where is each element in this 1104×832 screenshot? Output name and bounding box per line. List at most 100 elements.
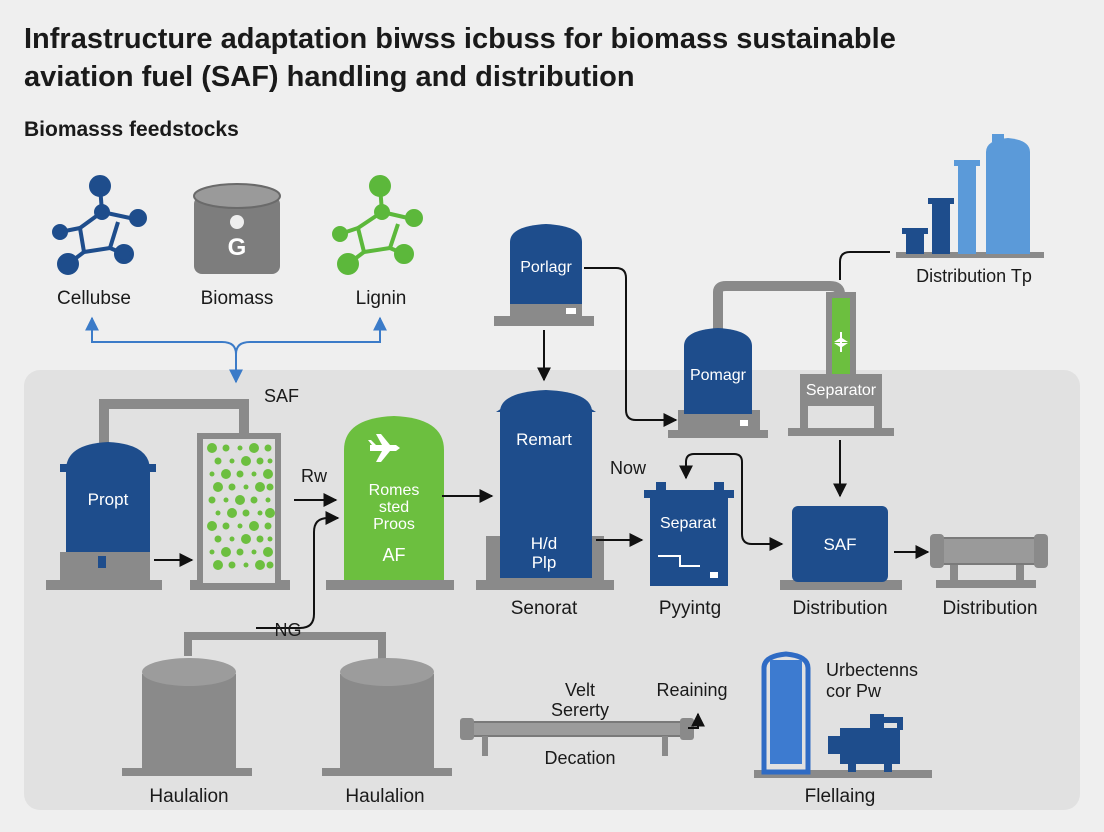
- packing-bead: [243, 562, 249, 568]
- packing-bead: [250, 496, 258, 504]
- packing-bead: [264, 444, 272, 452]
- urbectenns-line-2: cor Pw: [826, 681, 882, 701]
- packing-bead: [208, 496, 216, 504]
- packing-bead: [214, 535, 222, 543]
- label-propt: Propt: [87, 490, 129, 509]
- label-pyyintg: Pyyintg: [658, 598, 722, 619]
- packing-bead: [257, 510, 263, 516]
- packing-bead: [221, 469, 231, 479]
- label-flellaing: Flellaing: [804, 786, 876, 807]
- label-saf-top: SAF: [264, 386, 300, 406]
- packing-bead: [249, 521, 259, 531]
- label-saf-tank: SAF: [823, 535, 857, 554]
- packing-bead: [209, 471, 215, 477]
- label-reaining: Reaining: [656, 680, 728, 700]
- packing-bead: [207, 443, 217, 453]
- label-separat: Separat: [659, 515, 717, 532]
- packing-bead: [222, 444, 230, 452]
- label-pomagr: Pomagr: [689, 367, 747, 384]
- packing-bead: [242, 509, 250, 517]
- haulalion-tank-left: [122, 632, 386, 776]
- separator-column: [788, 292, 894, 436]
- packing-bead: [213, 482, 223, 492]
- packing-bead: [235, 495, 245, 505]
- title-line-1: Infrastructure adaptation biwss icbuss f…: [24, 23, 896, 55]
- packing-bead: [251, 549, 257, 555]
- cellulose-molecule-icon: [52, 175, 147, 275]
- label-green-reactor: Romes sted Proos: [369, 482, 420, 533]
- packing-bead: [266, 483, 274, 491]
- biomass-drum-icon: [193, 183, 281, 274]
- packing-bead: [222, 522, 230, 530]
- label-haulalion-1: Haulalion: [149, 786, 229, 807]
- label-haulalion-2: Haulalion: [345, 786, 425, 807]
- label-sererty: Sererty: [550, 700, 610, 720]
- packing-bead: [243, 484, 249, 490]
- hd-plp-line-1: H/d: [530, 534, 558, 553]
- feedstock-label-cellubse: Cellubse: [57, 288, 131, 309]
- packing-bead: [215, 510, 221, 516]
- label-decation: Decation: [544, 748, 616, 768]
- packing-bead: [267, 536, 273, 542]
- feedstock-connector: [85, 316, 387, 384]
- label-porlagr: Porlagr: [520, 259, 572, 276]
- packing-bead: [249, 443, 259, 453]
- flow-arrows: [154, 251, 930, 729]
- separat-machine: [644, 482, 734, 586]
- distribution-towers: [896, 134, 1044, 258]
- packing-bead: [237, 445, 243, 451]
- page-title: Infrastructure adaptation biwss icbuss f…: [24, 20, 1084, 96]
- packing-bead: [265, 497, 271, 503]
- heat-exchanger: [930, 534, 1048, 588]
- label-hd-plp: H/d Plp: [531, 534, 557, 572]
- haulalion-tank-right: [322, 658, 452, 776]
- packing-bead: [256, 535, 264, 543]
- packing-bead: [263, 547, 273, 557]
- packing-bead: [265, 508, 275, 518]
- packing-bead: [255, 560, 265, 570]
- packing-bead: [228, 483, 236, 491]
- porlagr-tank: [494, 224, 594, 326]
- saf-tank: [780, 506, 902, 590]
- label-distribution-tp: Distribution Tp: [916, 266, 1032, 286]
- packed-column: [190, 433, 290, 590]
- label-ng: NG: [274, 620, 302, 640]
- packing-bead: [214, 457, 222, 465]
- packing-bead: [241, 456, 251, 466]
- green-reactor-line-1: Romes: [368, 482, 420, 499]
- packing-bead: [251, 471, 257, 477]
- green-reactor-line-3: Proos: [373, 516, 415, 533]
- pomagr-tank: [668, 281, 845, 438]
- packing-bead: [241, 534, 251, 544]
- title-line-2: aviation fuel (SAF) handling and distrib…: [24, 61, 635, 93]
- green-reactor-line-2: sted: [378, 499, 410, 516]
- packing-bead: [221, 547, 231, 557]
- packing-bead: [207, 521, 217, 531]
- label-green-reactor-af: AF: [382, 545, 406, 565]
- pump-station: [754, 651, 932, 778]
- packing-bead: [237, 523, 243, 529]
- urbectenns-line-1: Urbectenns: [826, 660, 919, 680]
- label-rw: Rw: [301, 466, 327, 486]
- label-distribution-1: Distribution: [792, 598, 888, 619]
- packing-bead: [264, 522, 272, 530]
- label-velt: Velt: [564, 680, 596, 700]
- airplane-icon: [834, 332, 848, 352]
- airplane-icon: [368, 434, 400, 462]
- packing-bead: [256, 457, 264, 465]
- feedstock-label-biomass: Biomass: [200, 288, 274, 309]
- packing-bead: [255, 482, 265, 492]
- label-now: Now: [609, 458, 647, 478]
- lignin-molecule-icon: [332, 175, 423, 275]
- packing-bead: [267, 458, 273, 464]
- packing-bead: [229, 536, 235, 542]
- packing-bead: [266, 561, 274, 569]
- packing-bead: [228, 561, 236, 569]
- packing-bead: [223, 497, 229, 503]
- packing-bead: [229, 458, 235, 464]
- packing-bead: [209, 549, 215, 555]
- label-urbectenns: Urbectenns cor Pw: [826, 660, 918, 702]
- green-reactor: [326, 416, 454, 590]
